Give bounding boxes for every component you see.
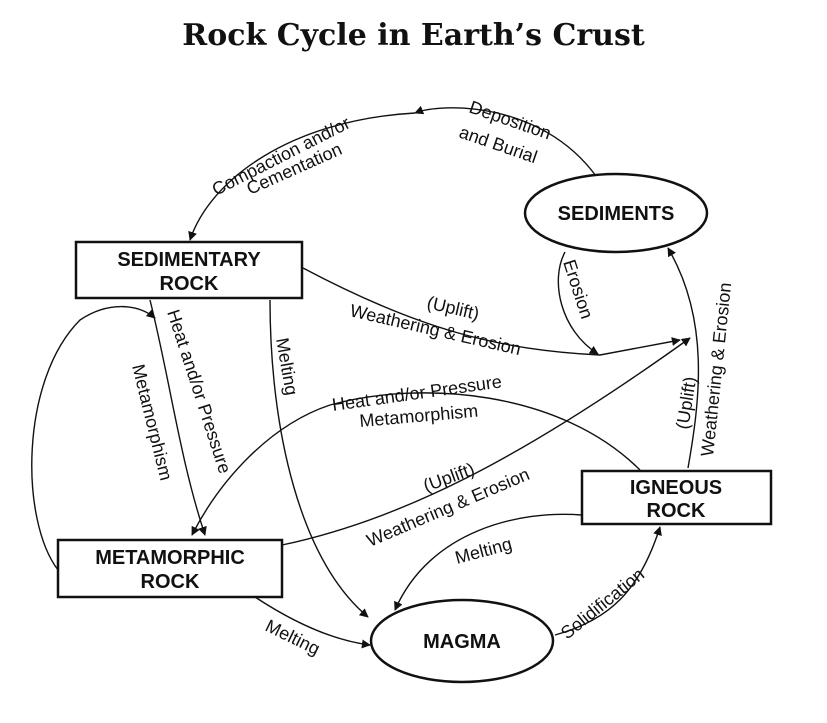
igneous-label-2: ROCK [647,500,706,522]
label-solidification: Solidification [557,564,648,643]
label-melting-metamorphic: Melting [262,616,323,659]
label-weathering-igneous: Weathering & Erosion [697,282,735,458]
arrow-erosion [557,251,599,355]
arrow-compaction [188,112,416,241]
arrow-heat-igneous [191,392,641,536]
node-metamorphic-rock: METAMORPHIC ROCK [56,538,284,599]
label-metamorphism-sedimentary: Metamorphism [128,362,176,482]
label-melting-sedimentary: Melting [272,336,302,397]
node-igneous-rock: IGNEOUS ROCK [580,469,773,526]
label-uplift-igneous: (Uplift) [672,375,700,430]
arrow-melting-igneous [394,513,583,611]
igneous-label-1: IGNEOUS [630,477,722,499]
metamorphic-label-1: METAMORPHIC [95,547,245,569]
arrow-deposition [414,105,597,177]
metamorphic-label-2: ROCK [141,571,200,593]
arrow-heat-sedimentary [149,299,207,536]
sedimentary-label-2: ROCK [160,273,219,295]
node-magma: MAGMA [369,598,555,684]
arrow-solidification [554,526,662,636]
arrow-metamorphic-loop [31,305,156,571]
page-title: Rock Cycle in Earth’s Crust [182,18,645,53]
arrow-weathering-metamorphic [281,337,691,546]
label-heat-sedimentary: Heat and/or Pressure [163,307,235,476]
sedimentary-label-1: SEDIMENTARY [117,249,261,271]
arrow-weathering-igneous [667,247,700,469]
node-sediments: SEDIMENTS [523,172,709,254]
arrow-melting-sedimentary [269,299,369,618]
arrow-melting-metamorphic [254,596,371,649]
node-sedimentary-rock: SEDIMENTARY ROCK [74,240,304,300]
label-erosion: Erosion [559,257,597,321]
arrow-weathering-sedimentary [302,267,681,356]
magma-label: MAGMA [423,631,501,653]
sediments-label: SEDIMENTS [558,203,675,225]
